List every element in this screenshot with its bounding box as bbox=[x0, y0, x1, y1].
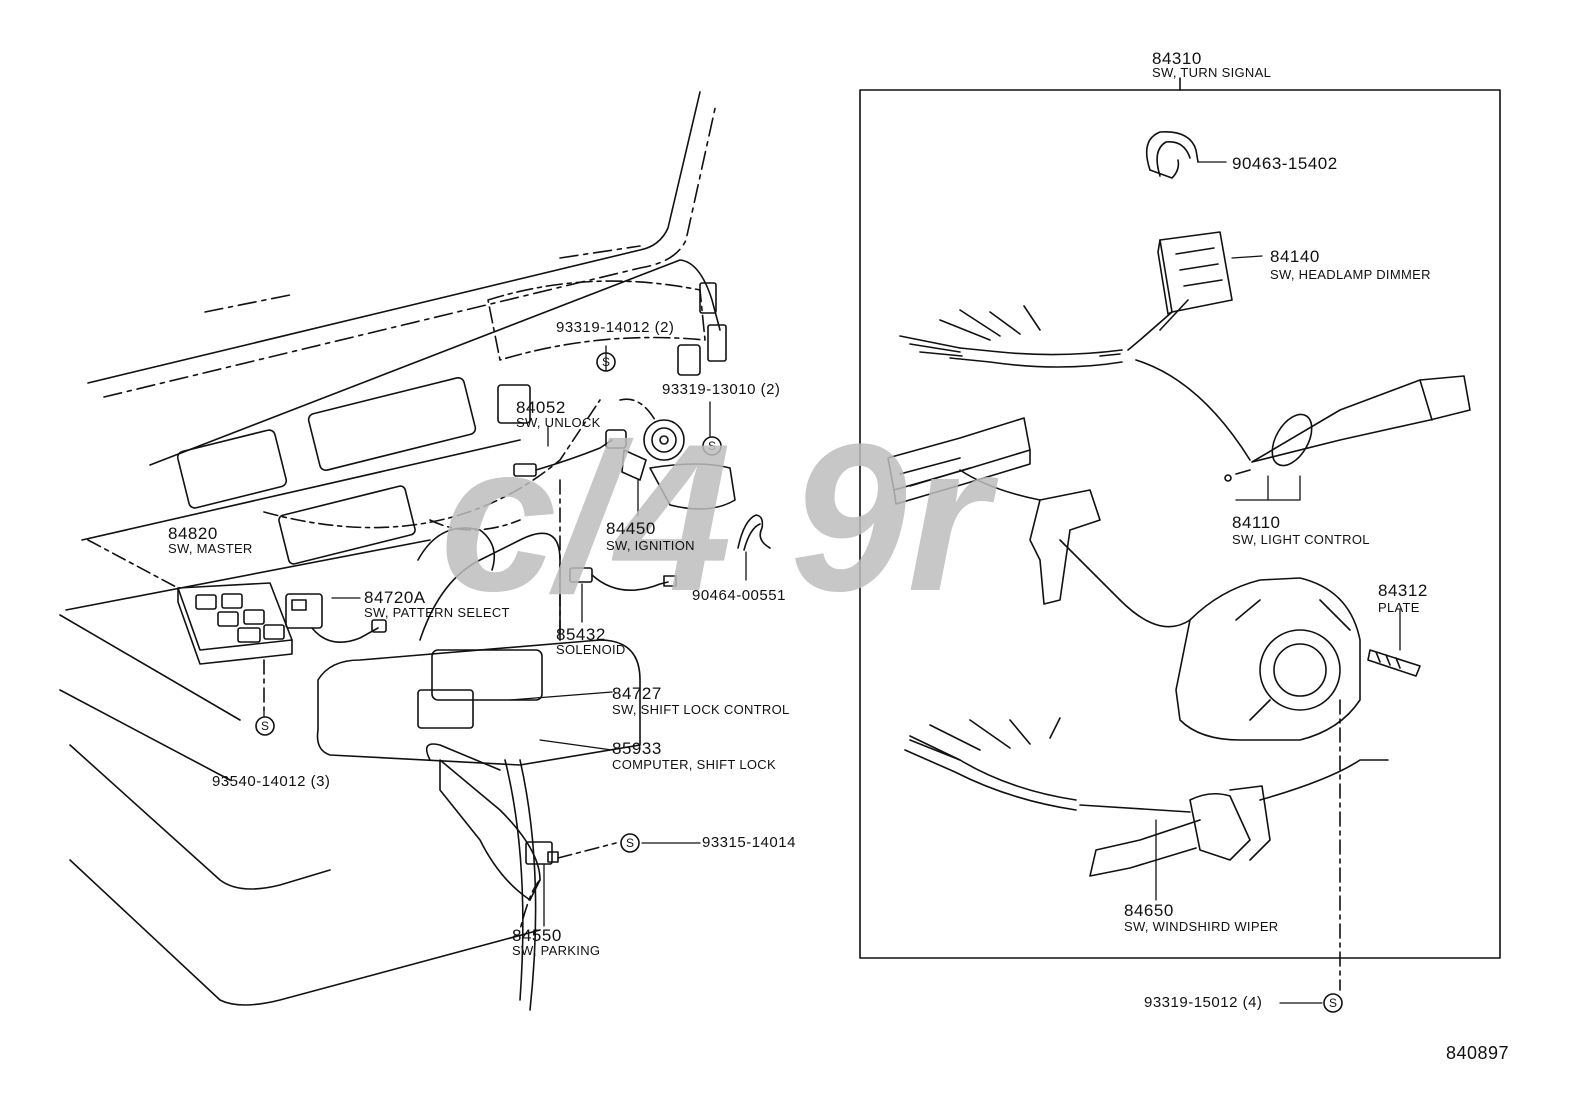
unlock-desc: SW, UNLOCK bbox=[516, 415, 601, 430]
master-number: 84820 bbox=[168, 524, 218, 543]
watermark: c/4 9r bbox=[440, 400, 999, 635]
screw-symbol-c bbox=[255, 716, 275, 736]
shift-lock-control-number: 84727 bbox=[612, 684, 662, 703]
parking-switch-illustration bbox=[525, 841, 559, 865]
screw-b-number: 93319-13010 (2) bbox=[662, 381, 781, 398]
screw-letter-a: S bbox=[602, 355, 610, 369]
pattern-select-desc: SW, PATTERN SELECT bbox=[364, 605, 510, 620]
clamp-b-illustration bbox=[737, 514, 771, 551]
screw-symbol-d bbox=[1323, 993, 1343, 1013]
solenoid-illustration bbox=[569, 567, 677, 591]
ignition-number: 84450 bbox=[606, 519, 656, 538]
headlamp-dimmer-number: 84140 bbox=[1270, 247, 1320, 266]
screw-symbol-b bbox=[702, 436, 722, 456]
shift-lock-computer-desc: COMPUTER, SHIFT LOCK bbox=[612, 757, 776, 772]
light-control-desc: SW, LIGHT CONTROL bbox=[1232, 532, 1370, 547]
headlamp-dimmer-illustration bbox=[1127, 231, 1233, 351]
leader-lines bbox=[263, 161, 1401, 1004]
connector-block-illustration bbox=[887, 417, 1191, 628]
parking-desc: SW, PARKING bbox=[512, 943, 601, 958]
screw-symbol-a bbox=[596, 352, 616, 372]
turn-signal-number: 84310 bbox=[1152, 49, 1202, 68]
screw-symbol-e bbox=[620, 833, 640, 853]
pattern-select-illustration bbox=[285, 593, 387, 644]
solenoid-number: 85432 bbox=[556, 625, 606, 644]
screw-letter-d: S bbox=[1329, 996, 1337, 1010]
upper-harness-illustration bbox=[899, 305, 1123, 368]
shift-lock-control-desc: SW, SHIFT LOCK CONTROL bbox=[612, 702, 790, 717]
solenoid-desc: SOLENOID bbox=[556, 642, 626, 657]
clamp-a-number: 90463-15402 bbox=[1232, 154, 1338, 173]
dashboard-outline bbox=[59, 91, 727, 1006]
screw-d-number: 93319-15012 (4) bbox=[1144, 994, 1263, 1011]
plate-number: 84312 bbox=[1378, 581, 1428, 600]
shift-lock-computer-number: 85933 bbox=[612, 739, 662, 758]
clamp-b-number: 90464-00551 bbox=[692, 587, 786, 604]
windshield-wiper-number: 84650 bbox=[1124, 901, 1174, 920]
diagram-id: 840897 bbox=[1446, 1043, 1510, 1063]
lower-harness-illustration bbox=[904, 717, 1191, 813]
wiper-stalk-illustration bbox=[1089, 759, 1389, 877]
pattern-select-number: 84720A bbox=[364, 588, 426, 607]
windshield-wiper-desc: SW, WINDSHIRD WIPER bbox=[1124, 919, 1279, 934]
master-switch-illustration bbox=[177, 582, 293, 665]
combination-switch-body bbox=[1175, 577, 1361, 741]
screw-letter-b: S bbox=[708, 439, 716, 453]
parking-number: 84550 bbox=[512, 926, 562, 945]
turn-signal-desc: SW, TURN SIGNAL bbox=[1152, 65, 1272, 80]
light-control-number: 84110 bbox=[1232, 513, 1281, 532]
unlock-number: 84052 bbox=[516, 398, 566, 417]
light-control-stalk-illustration bbox=[1135, 359, 1471, 482]
left-guide-lines bbox=[87, 399, 617, 931]
screw-a-number: 93319-14012 (2) bbox=[556, 319, 675, 336]
screw-symbols bbox=[255, 352, 1343, 1013]
screw-letter-e: S bbox=[626, 836, 634, 850]
screw-e-number: 93315-14014 bbox=[702, 834, 796, 851]
screw-letter-c: S bbox=[261, 719, 269, 733]
plate-illustration bbox=[1367, 649, 1421, 677]
master-desc: SW, MASTER bbox=[168, 541, 253, 556]
ignition-desc: SW, IGNITION bbox=[606, 538, 695, 553]
plate-desc: PLATE bbox=[1378, 600, 1420, 615]
clamp-a-illustration bbox=[1145, 131, 1199, 179]
headlamp-dimmer-desc: SW, HEADLAMP DIMMER bbox=[1270, 267, 1431, 282]
ignition-illustration bbox=[513, 398, 736, 510]
screw-c-number: 93540-14012 (3) bbox=[212, 773, 331, 790]
center-console bbox=[316, 527, 641, 1011]
